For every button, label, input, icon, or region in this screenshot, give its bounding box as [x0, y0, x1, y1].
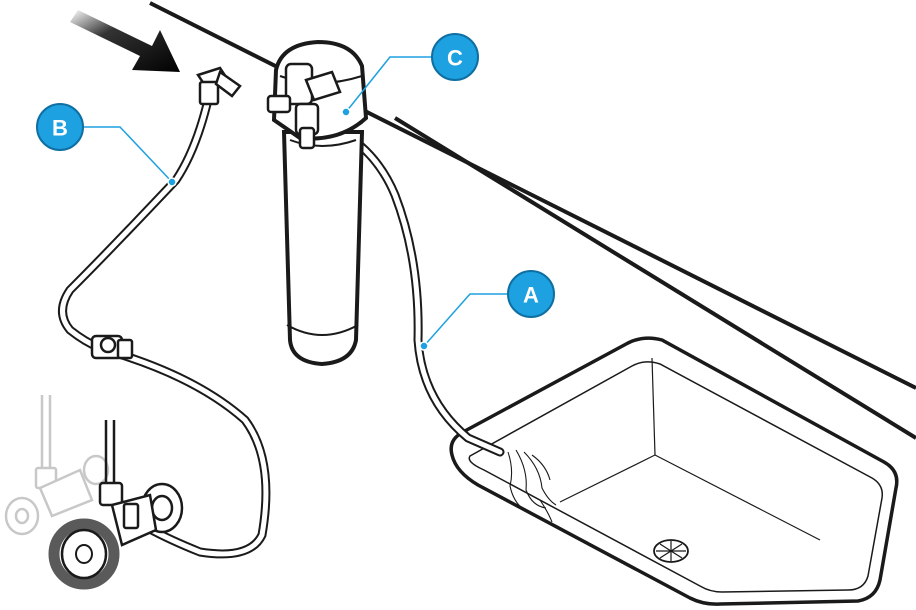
- callout-a: A: [507, 270, 555, 318]
- countertop: [149, 1, 916, 440]
- arrow-icon: [70, 10, 180, 72]
- hose-fitting: [196, 66, 242, 106]
- ghost-valve: [4, 395, 110, 536]
- callout-c: C: [431, 33, 479, 81]
- water-stream: [507, 449, 557, 523]
- hose-b: [58, 95, 271, 559]
- callout-b: B: [36, 103, 84, 151]
- tee-fitting: [90, 334, 134, 360]
- shutoff-valve: [98, 420, 184, 547]
- callout-b-label: B: [52, 116, 68, 141]
- callout-a-label: A: [523, 283, 539, 308]
- leader-dots: [167, 107, 429, 351]
- leader-lines: [82, 56, 509, 347]
- drain-icon: [653, 539, 689, 563]
- sink: [449, 336, 899, 606]
- rotation-arrow-icon: [48, 518, 120, 590]
- hose-a: [313, 117, 505, 457]
- callout-c-label: C: [447, 46, 463, 71]
- filter-housing: [281, 130, 365, 367]
